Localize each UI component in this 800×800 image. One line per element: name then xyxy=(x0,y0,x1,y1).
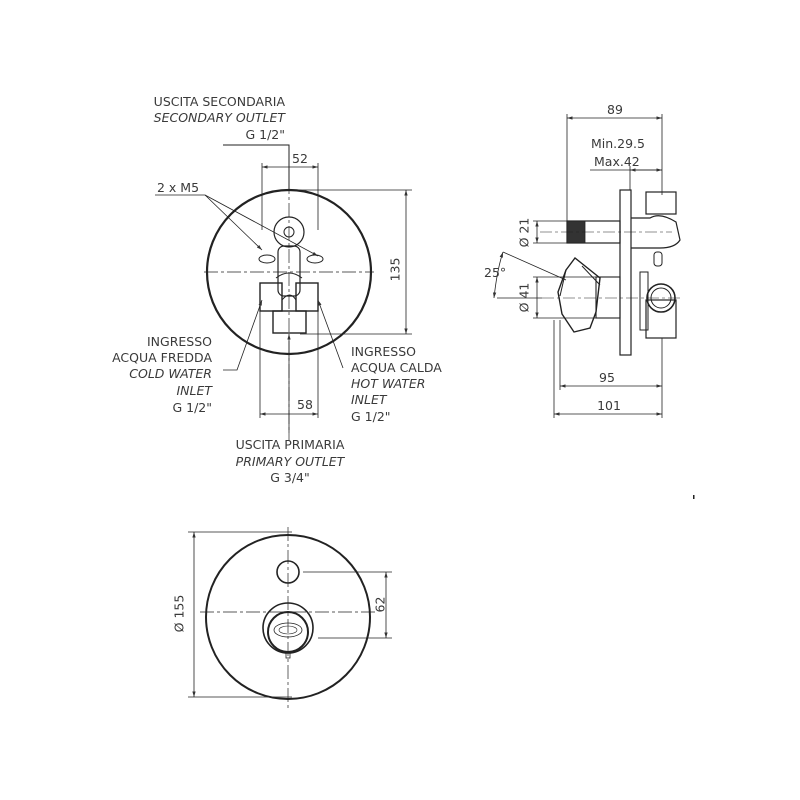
dim-62: 62 xyxy=(372,596,388,613)
screws-label: 2 x M5 xyxy=(157,180,200,195)
secondary-outlet-size: G 1/2" xyxy=(245,127,285,142)
plate-view xyxy=(188,527,392,708)
stray-mark xyxy=(693,495,695,499)
dim-101: 101 xyxy=(597,398,621,413)
primary-outlet-label-it: USCITA PRIMARIA xyxy=(235,437,345,452)
side-view xyxy=(492,114,681,418)
secondary-outlet-label-it: USCITA SECONDARIA xyxy=(153,94,285,109)
cold-inlet-en-2: INLET xyxy=(176,383,212,398)
cold-inlet-size: G 1/2" xyxy=(172,400,212,415)
dim-89: 89 xyxy=(607,102,623,117)
primary-outlet-label-en: PRIMARY OUTLET xyxy=(235,454,345,469)
dim-diameter-41: Ø 41 xyxy=(516,282,532,313)
hot-inlet-size: G 1/2" xyxy=(351,409,391,424)
dim-58: 58 xyxy=(297,397,313,412)
dim-95: 95 xyxy=(599,370,615,385)
cold-inlet-en-1: COLD WATER xyxy=(129,366,212,381)
dim-min: Min.29.5 xyxy=(591,136,645,151)
hot-inlet-it-1: INGRESSO xyxy=(351,344,417,359)
secondary-outlet-label-en: SECONDARY OUTLET xyxy=(153,110,285,125)
hot-inlet-it-2: ACQUA CALDA xyxy=(351,360,442,375)
hot-inlet-en-2: INLET xyxy=(351,392,387,407)
primary-outlet-size: G 3/4" xyxy=(270,470,310,485)
front-view xyxy=(155,144,412,440)
dim-angle-25: 25° xyxy=(484,265,507,280)
dim-max: Max.42 xyxy=(594,154,640,169)
dim-135: 135 xyxy=(387,257,403,282)
dim-diameter-21: Ø 21 xyxy=(516,217,532,248)
dim-52: 52 xyxy=(292,151,308,166)
dim-diameter-155: Ø 155 xyxy=(171,594,187,633)
cold-inlet-it-2: ACQUA FREDDA xyxy=(112,350,212,365)
cold-inlet-it-1: INGRESSO xyxy=(146,334,212,349)
hot-inlet-en-1: HOT WATER xyxy=(351,376,426,391)
